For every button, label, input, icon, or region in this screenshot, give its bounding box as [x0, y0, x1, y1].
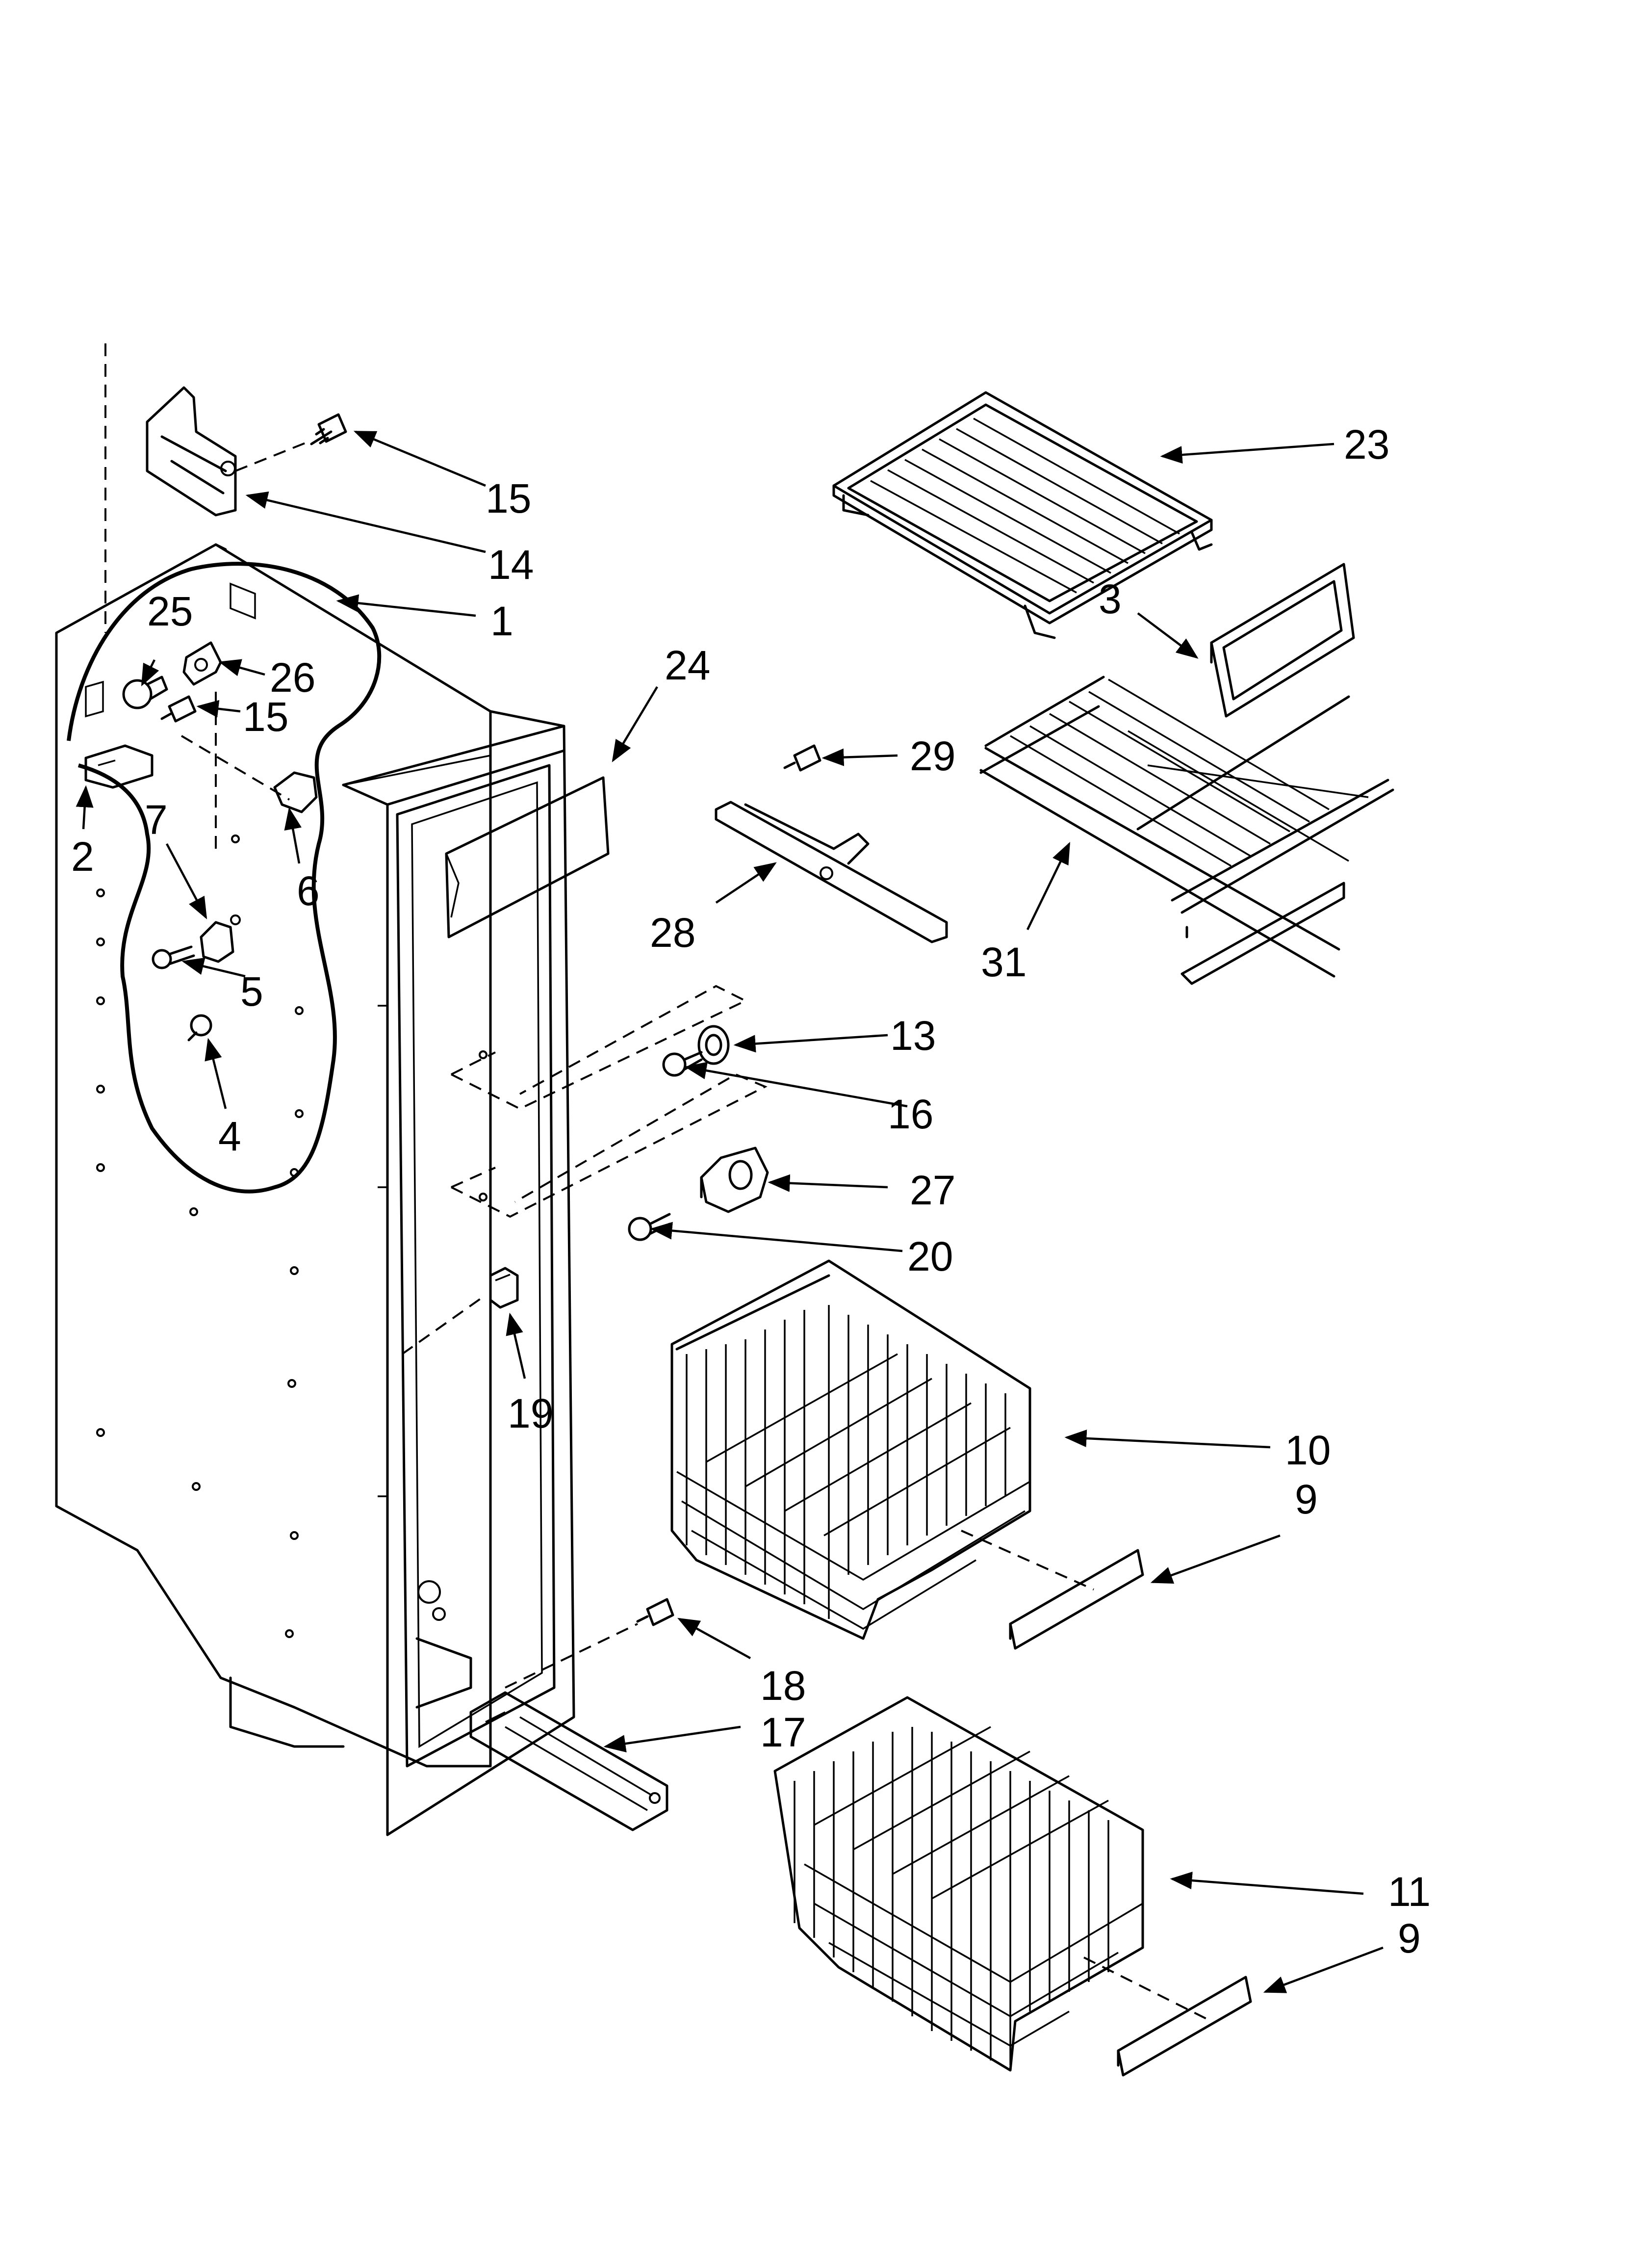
shelf-bracket-part-28 — [715, 801, 948, 943]
callout-9: 9 — [1398, 1915, 1421, 1961]
callout-23: 23 — [1344, 421, 1389, 468]
callout-13: 13 — [890, 1013, 936, 1059]
shelf-ribs — [870, 417, 1180, 594]
callout-19: 19 — [508, 1390, 553, 1436]
callout-20: 20 — [907, 1233, 953, 1279]
freezer-liner — [55, 543, 575, 1836]
leader-lines — [76, 430, 1384, 1993]
callout-labels: 15 14 1 25 26 15 2 7 6 5 4 24 23 3 29 28… — [71, 421, 1431, 1961]
callout-7: 7 — [145, 797, 168, 843]
roller-part-13 — [697, 1025, 730, 1065]
callout-24: 24 — [665, 642, 710, 688]
light-socket-part-26 — [182, 641, 222, 686]
roller-support-part-27 — [700, 1147, 769, 1213]
callout-16: 16 — [888, 1091, 933, 1137]
callout-5: 5 — [240, 968, 263, 1015]
screw-part-15-top — [310, 413, 347, 445]
screw-part-18 — [636, 1598, 674, 1626]
callout-4: 4 — [218, 1113, 241, 1159]
divider-part-9-lower — [1117, 1976, 1252, 2077]
callout-14: 14 — [488, 542, 534, 588]
callout-31: 31 — [981, 939, 1026, 985]
trim-part-17 — [469, 1691, 668, 1831]
liner-holes — [96, 834, 487, 1638]
callout-15: 15 — [243, 694, 288, 740]
callout-25: 25 — [147, 588, 193, 634]
light-shield-part-24 — [445, 776, 610, 938]
basket-part-11 — [773, 1696, 1144, 2072]
callout-3: 3 — [1099, 576, 1122, 622]
callout-9: 9 — [1295, 1476, 1318, 1522]
screw-part-16 — [662, 1051, 703, 1077]
shelf-wires — [1010, 678, 1369, 867]
basket-11-wires — [794, 1726, 1143, 2065]
callout-28: 28 — [650, 910, 695, 956]
callout-6: 6 — [297, 868, 320, 914]
callout-10: 10 — [1285, 1427, 1331, 1473]
basket-part-10 — [670, 1259, 1031, 1640]
divider-part-9-upper — [1009, 1549, 1144, 1650]
cover-part-3 — [1210, 563, 1355, 718]
basket-10-wires — [676, 1305, 1030, 1630]
screw-part-29 — [783, 744, 821, 772]
screw-part-5 — [152, 945, 195, 969]
wiring-harness — [67, 562, 382, 1194]
screw-part-20 — [628, 1213, 671, 1241]
screw-part-15-mid — [160, 695, 197, 723]
bracket-part-14 — [146, 386, 237, 517]
callout-26: 26 — [270, 654, 315, 701]
light-bulb-part-25 — [122, 676, 168, 709]
wire-shelf-part-31 — [979, 676, 1394, 985]
callout-11: 11 — [1388, 1869, 1431, 1915]
callout-17: 17 — [760, 1709, 806, 1755]
bracket-part-7 — [200, 914, 241, 963]
callout-18: 18 — [760, 1663, 806, 1709]
cover-part-2 — [84, 744, 154, 789]
callout-29: 29 — [910, 733, 955, 779]
switch-part-19 — [489, 1267, 519, 1309]
fastener-part-4 — [187, 1014, 212, 1042]
clip-part-6 — [273, 771, 318, 813]
shelf-part-23 — [832, 391, 1213, 639]
callout-27: 27 — [910, 1167, 955, 1213]
callout-1: 1 — [490, 598, 513, 644]
callout-2: 2 — [71, 834, 94, 880]
callout-15: 15 — [486, 475, 531, 521]
